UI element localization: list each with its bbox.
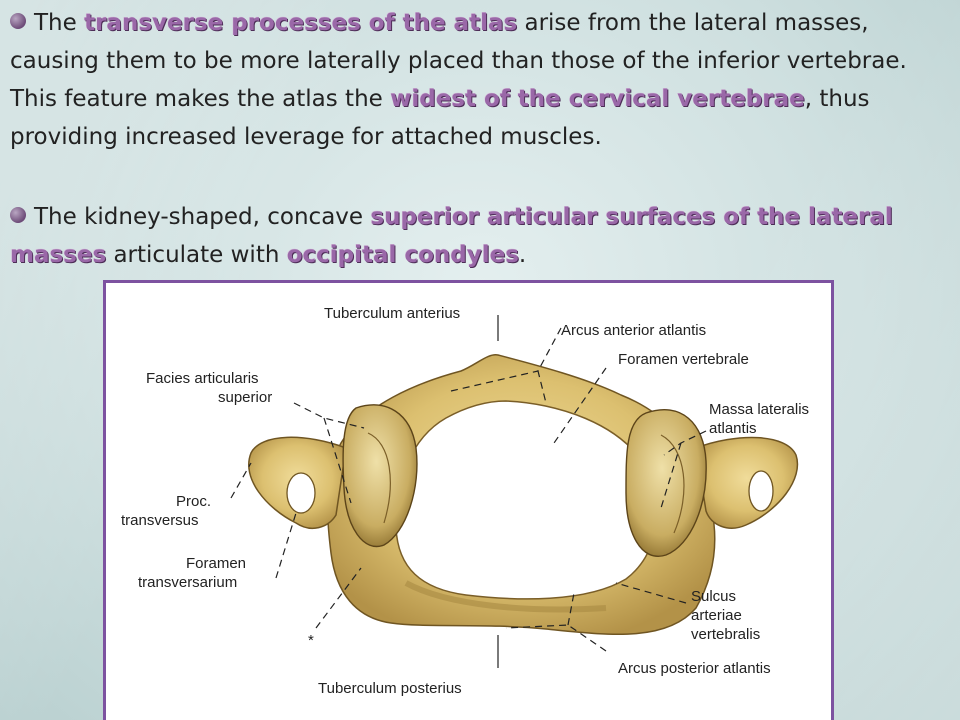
right-articular-facet [625, 409, 707, 557]
label-sulcus-line3: vertebralis [691, 626, 760, 643]
label-massa-lateralis-line2: atlantis [709, 420, 757, 437]
right-foramen-transversarium [748, 470, 774, 512]
highlighted-term: widest of the cervical vertebrae [390, 86, 805, 112]
label-foramen-transversarium-line2: transversarium [138, 574, 237, 591]
body-text: arise from the lateral masses, causing t… [10, 10, 907, 112]
leader-arcus-posterior-1 [505, 624, 607, 652]
leader-asterisk [315, 567, 362, 629]
body-text: articulate with [106, 242, 287, 268]
right-transverse-process [695, 436, 799, 529]
label-arcus-anterior: Arcus anterior atlantis [561, 322, 706, 339]
paragraph-articular-surfaces: The kidney-shaped, concave superior arti… [10, 198, 950, 274]
leader-foramen-vertebrale [553, 367, 607, 444]
label-proc-line2: transversus [121, 512, 199, 529]
label-tuberculum-anterius: Tuberculum anterius [324, 305, 460, 322]
highlighted-term: transverse processes of the atlas [84, 10, 518, 36]
body-text: , thus providing increased leverage for … [10, 86, 870, 150]
body-text: The kidney-shaped, concave [34, 204, 371, 230]
left-foramen-transversarium [286, 472, 316, 514]
left-facet-ridge [367, 432, 391, 524]
leader-sulcus-arteriae [615, 582, 687, 604]
leader-facies-articularis-1 [293, 402, 365, 429]
label-facies-articularis-line2: superior [218, 389, 272, 406]
leader-arcus-posterior-2 [567, 592, 575, 626]
body-text: The [34, 10, 85, 36]
paragraph-transverse-processes: The transverse processes of the atlas ar… [10, 4, 950, 156]
label-foramen-vertebrale: Foramen vertebrale [618, 351, 749, 368]
right-facet-ridge [660, 434, 685, 534]
atlas-vertebra-figure: Tuberculum anterius Arcus anterior atlan… [103, 280, 834, 720]
leader-proc-transversus [230, 462, 252, 499]
label-tuberculum-posterius: Tuberculum posterius [318, 680, 462, 697]
leader-facies-articularis-2 [323, 417, 352, 504]
bullet-icon [10, 207, 26, 223]
label-proc-line1: Proc. [176, 493, 211, 510]
label-foramen-transversarium-line1: Foramen [186, 555, 246, 572]
label-sulcus-line1: Sulcus [691, 588, 736, 605]
highlighted-term: superior articular surfaces of the later… [10, 204, 893, 268]
label-massa-lateralis-line1: Massa lateralis [709, 401, 809, 418]
leader-foramen-transversarium [275, 512, 297, 579]
label-sulcus-line2: arteriae [691, 607, 742, 624]
sulcus-shading [404, 580, 607, 613]
leader-arcus-anterior-2 [450, 370, 539, 392]
label-arcus-posterior: Arcus posterior atlantis [618, 660, 771, 677]
label-asterisk: * [308, 632, 314, 649]
atlas-illustration: Tuberculum anterius Arcus anterior atlan… [121, 305, 809, 697]
left-articular-facet [342, 404, 418, 548]
highlighted-term: occipital condyles [286, 242, 519, 268]
body-text: . [518, 242, 527, 268]
label-facies-articularis-line1: Facies articularis [146, 370, 259, 387]
bullet-icon [10, 13, 26, 29]
